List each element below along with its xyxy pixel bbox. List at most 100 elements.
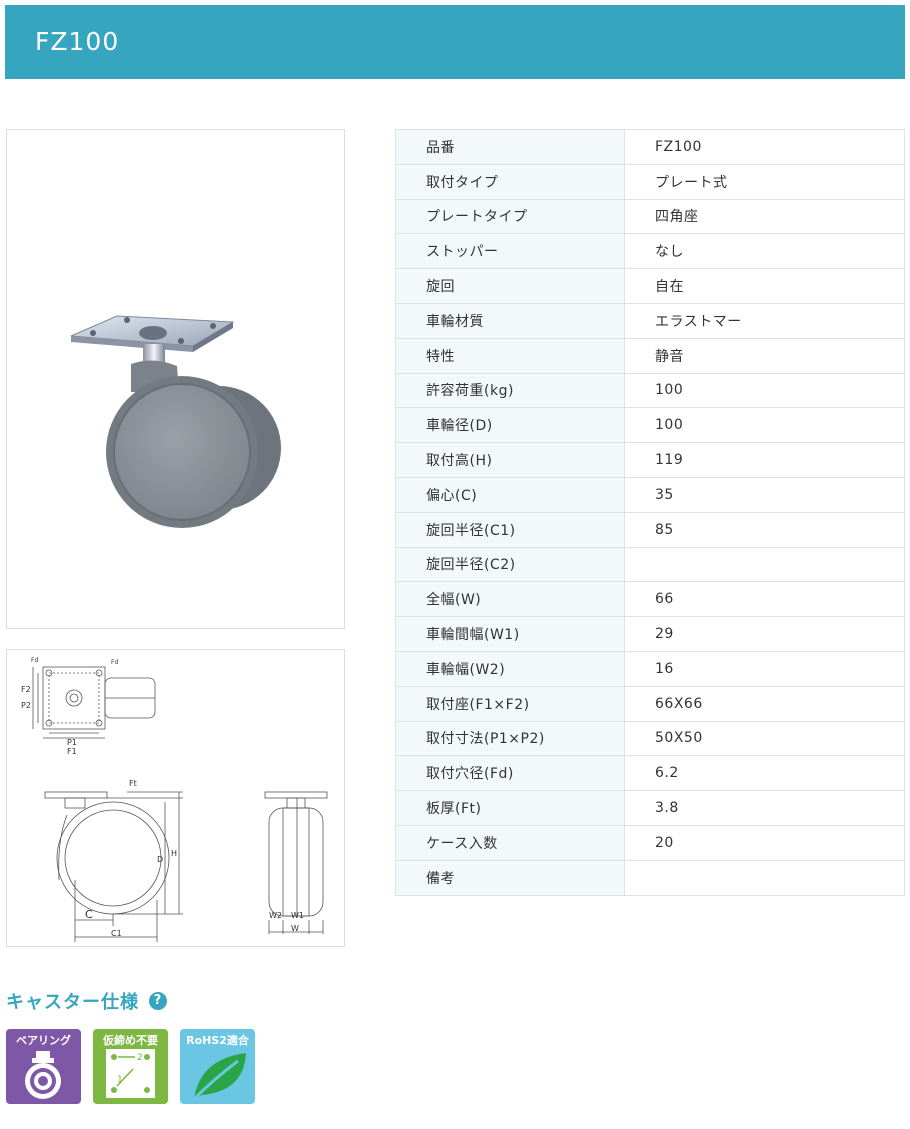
spec-key: 許容荷重(kg) (395, 372, 625, 409)
spec-value: エラストマー (624, 302, 905, 339)
spec-value: 50X50 (624, 720, 905, 757)
spec-value: 四角座 (624, 198, 905, 235)
spec-value (624, 546, 905, 583)
spec-row: 車輪間幅(W1)29 (395, 616, 905, 652)
spec-value: 85 (624, 511, 905, 548)
caster-spec-section-title: キャスター仕様 ? (6, 988, 167, 1014)
drawing-p1-label: P1 (67, 738, 77, 747)
spec-key: 車輪材質 (395, 302, 625, 339)
dimension-drawing: Fd Fd F2 P2 P1 F1 Ft D H C C1 W2 W1 W (6, 649, 345, 947)
tool-mark-1: 1 (117, 1075, 123, 1085)
spec-key: 偏心(C) (395, 476, 625, 513)
spec-row: 車輪径(D)100 (395, 407, 905, 444)
spec-value: 100 (624, 407, 905, 444)
spec-row: 旋回半径(C1)85 (395, 511, 905, 548)
spec-value: 6.2 (624, 755, 905, 792)
spec-key: 全幅(W) (395, 581, 625, 618)
caster-photo-image (70, 315, 281, 528)
spec-value: 66 (624, 581, 905, 618)
drawing-d-label: D (157, 855, 163, 864)
no-temporary-tightening-badge: 仮締め不要 2 1 (93, 1029, 168, 1104)
spec-row: 取付寸法(P1×P2)50X50 (395, 720, 905, 757)
spec-row: 取付タイププレート式 (395, 163, 905, 200)
leaf-icon (192, 1053, 246, 1101)
page-title: FZ100 (35, 27, 120, 56)
drawing-w2-label: W2 (269, 911, 282, 920)
spec-value: FZ100 (624, 129, 905, 165)
bearing-badge-label: ベアリング (16, 1034, 71, 1047)
spec-key: 品番 (395, 129, 625, 165)
drawing-w-label: W (291, 924, 299, 933)
tool-mark-2: 2 (137, 1053, 143, 1063)
spec-key: ケース入数 (395, 824, 625, 861)
spec-value: 20 (624, 824, 905, 861)
dimension-drawing-svg: Fd Fd F2 P2 P1 F1 Ft D H C C1 W2 W1 W (21, 657, 328, 942)
spec-value: 66X66 (624, 685, 905, 722)
spec-row: 全幅(W)66 (395, 581, 905, 618)
spec-key: 旋回半径(C1) (395, 511, 625, 548)
rohs-badge-label: RoHS2適合 (186, 1034, 249, 1047)
spec-key: 板厚(Ft) (395, 790, 625, 826)
page-header: FZ100 (5, 5, 905, 79)
mounting-plate-icon: 2 1 (106, 1049, 155, 1098)
drawing-c-label: C (85, 908, 93, 921)
spec-row: 許容荷重(kg)100 (395, 372, 905, 409)
spec-key: 車輪径(D) (395, 407, 625, 444)
drawing-ft-label: Ft (129, 779, 137, 788)
spec-row: 備考 (395, 859, 905, 896)
spec-row: 取付座(F1×F2)66X66 (395, 685, 905, 722)
drawing-fd-label-1: Fd (31, 657, 38, 664)
drawing-c1-label: C1 (111, 929, 122, 938)
spec-key: 取付穴径(Fd) (395, 755, 625, 792)
spec-key: 備考 (395, 859, 625, 896)
rohs2-badge: RoHS2適合 (180, 1029, 255, 1104)
spec-key: 車輪幅(W2) (395, 650, 625, 687)
spec-key: 取付高(H) (395, 442, 625, 478)
spec-value: 35 (624, 476, 905, 513)
drawing-f1-label: F1 (67, 747, 77, 756)
spec-row: 特性静音 (395, 337, 905, 374)
spec-key: 特性 (395, 337, 625, 374)
spec-value: 100 (624, 372, 905, 409)
product-photo (6, 129, 345, 629)
spec-row: ストッパーなし (395, 233, 905, 270)
spec-row: 板厚(Ft)3.8 (395, 790, 905, 826)
spec-value: 29 (624, 616, 905, 652)
spec-key: プレートタイプ (395, 198, 625, 235)
bearing-badge: ベアリング (6, 1029, 81, 1104)
spec-row: 偏心(C)35 (395, 476, 905, 513)
spec-row: 旋回半径(C2) (395, 546, 905, 583)
drawing-fd-label-2: Fd (111, 659, 118, 666)
tool-badge-label: 仮締め不要 (103, 1034, 158, 1047)
drawing-w1-label: W1 (291, 911, 304, 920)
help-icon[interactable]: ? (149, 992, 167, 1010)
spec-row: 車輪幅(W2)16 (395, 650, 905, 687)
drawing-h-label: H (171, 849, 177, 858)
spec-key: 旋回半径(C2) (395, 546, 625, 583)
bearing-icon (25, 1051, 61, 1099)
spec-row: 車輪材質エラストマー (395, 302, 905, 339)
spec-row: 取付高(H)119 (395, 442, 905, 478)
spec-value (624, 859, 905, 896)
spec-row: 取付穴径(Fd)6.2 (395, 755, 905, 792)
spec-row: プレートタイプ四角座 (395, 198, 905, 235)
spec-key: 取付座(F1×F2) (395, 685, 625, 722)
spec-value: 3.8 (624, 790, 905, 826)
drawing-p2-label: P2 (21, 701, 31, 710)
spec-key: 取付寸法(P1×P2) (395, 720, 625, 757)
spec-row: 旋回自在 (395, 268, 905, 304)
spec-value: 119 (624, 442, 905, 478)
drawing-f2-label: F2 (21, 685, 31, 694)
spec-value: なし (624, 233, 905, 270)
spec-value: プレート式 (624, 163, 905, 200)
section-title-text: キャスター仕様 (6, 992, 139, 1013)
spec-key: 車輪間幅(W1) (395, 616, 625, 652)
spec-value: 16 (624, 650, 905, 687)
spec-value: 静音 (624, 337, 905, 374)
spec-value: 自在 (624, 268, 905, 304)
feature-badges: ベアリング 仮締め不要 2 1 RoHS2適合 (6, 1029, 255, 1104)
spec-key: 旋回 (395, 268, 625, 304)
